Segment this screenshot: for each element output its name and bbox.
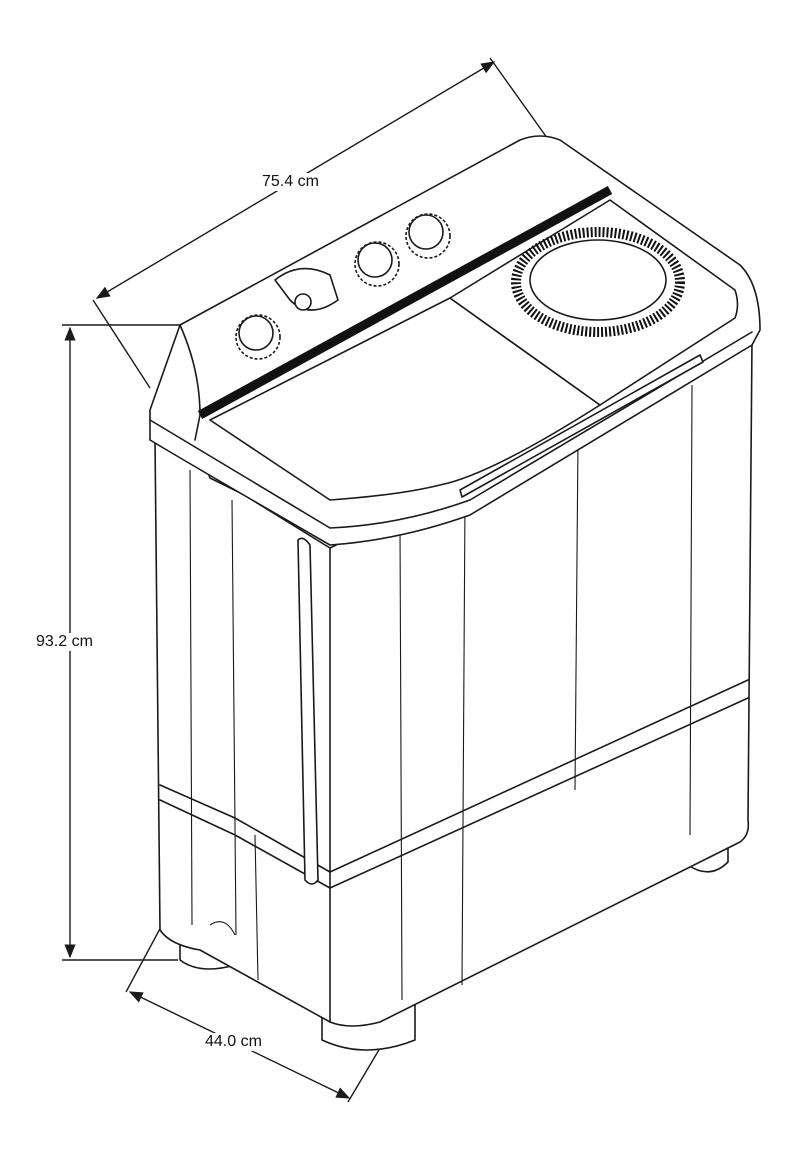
depth-label: 44.0 cm	[203, 1033, 264, 1051]
spin-tub-lid	[511, 227, 685, 337]
control-strip	[197, 186, 613, 419]
height-label: 93.2 cm	[34, 633, 95, 651]
control-knobs	[235, 213, 451, 360]
width-label: 75.4 cm	[260, 173, 321, 191]
machine-body	[154, 339, 753, 1027]
detergent-inlet-icon	[294, 293, 312, 311]
